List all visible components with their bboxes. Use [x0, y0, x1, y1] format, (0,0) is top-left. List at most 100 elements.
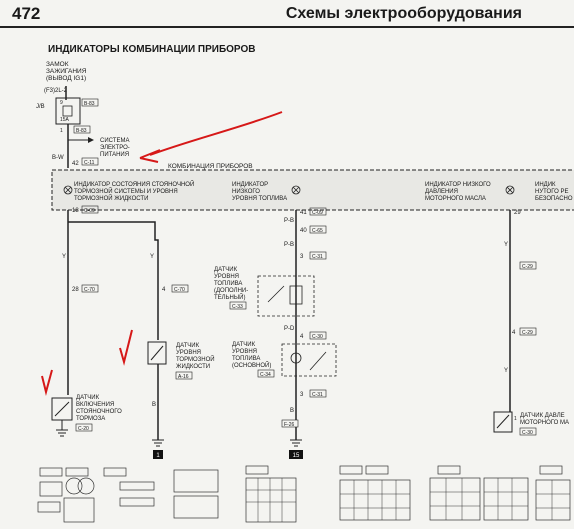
wire-bw-label: B-W [52, 155, 64, 161]
cluster-conn: C-11 [84, 160, 95, 166]
fluid-sensor-1: ДАТЧИК [176, 343, 200, 349]
brake-switch-conn: C-20 [78, 426, 89, 432]
indicator-fuel-2: НИЗКОГО [232, 189, 260, 195]
indicator-fuel-3: УРОВНЯ ТОПЛИВА [232, 196, 287, 202]
cluster-pin: 42 [72, 161, 79, 167]
jb-label: J/B [36, 104, 45, 110]
indicator-brake-1: ИНДИКАТОР СОСТОЯНИЯ СТОЯНОЧНОЙ [74, 180, 194, 188]
fuse-pin-top: 9 [60, 100, 63, 106]
fuel-wire-b: B [290, 408, 294, 414]
fuel-main-3: ТОПЛИВА [232, 356, 260, 362]
fuel-main-1: ДАТЧИК [232, 342, 256, 348]
oil-pin-29: 29 [514, 210, 521, 216]
oil-pin-1: 1 [514, 416, 517, 422]
header-divider [0, 26, 574, 28]
fuel-main-conn: C-34 [260, 372, 271, 378]
indicator-lamps [63, 185, 515, 195]
indicator-belt-2: НУТОГО РЕ [535, 189, 568, 195]
fuel-pin-3: 3 [300, 254, 304, 260]
brake-ground-symbol [56, 420, 68, 437]
fuse-block: J/B 15A 9 B-83 1 B-83 [36, 86, 99, 134]
fluid-sensor-4: ЖИДКОСТИ [176, 364, 210, 370]
fluid-wire-b: B [152, 402, 156, 408]
fuel-conn-5: C-31 [312, 392, 323, 398]
brake-conn-c70-a: C-70 [84, 287, 95, 293]
ignition-label-3: (ВЫВОД IG1) [46, 75, 86, 82]
indicator-fuel-1: ИНДИКАТОР [232, 182, 268, 188]
ground-15-symbol [290, 439, 302, 447]
brake-wire-y: Y [62, 254, 66, 260]
fuel-aux-4: (ДОПОЛНИ- [214, 288, 248, 294]
indicator-brake-3: ТОРМОЗНОЙ ЖИДКОСТИ [74, 194, 148, 202]
fluid-sensor-symbol [147, 341, 167, 365]
fluid-conn-c70: C-70 [174, 287, 185, 293]
fuel-aux-1: ДАТЧИК [214, 267, 238, 273]
red-check-brake [41, 369, 53, 396]
page-number: 472 [12, 4, 41, 23]
fluid-sensor-2: УРОВНЯ [176, 350, 201, 356]
fluid-sensor-3: ТОРМОЗНОЙ [176, 355, 215, 363]
page-header-title: Схемы электрооборудования [285, 5, 522, 22]
brake-switch-1: ДАТЧИК [76, 395, 100, 401]
oil-sensor-1: ДАТЧИК ДАВЛЕ [520, 413, 565, 419]
indicator-brake-2: ТОРМОЗНОЙ СИСТЕМЫ И УРОВНЯ [74, 187, 178, 195]
brake-pin-28: 28 [72, 287, 79, 293]
connector-footprint-grid [246, 478, 570, 522]
indicator-belt-1: ИНДИК [535, 182, 556, 188]
indicator-oil-1: ИНДИКАТОР НИЗКОГО [425, 182, 491, 188]
fuel-sensor-aux-box [257, 275, 315, 317]
fuel-main-4: (ОСНОВНОЙ) [232, 361, 271, 369]
fuel-conn-4: C-30 [312, 334, 323, 340]
fuse-conn-bottom: B-83 [76, 128, 87, 134]
fluid-wire-y: Y [150, 254, 154, 260]
fuel-wire-pb-2: P-B [284, 242, 294, 248]
oil-conn-c29: C-29 [522, 264, 533, 270]
oil-wire-y-2: Y [504, 368, 508, 374]
red-arrow-annotation [149, 111, 283, 156]
oil-sensor-symbol [493, 411, 513, 433]
ignition-label-2: ЗАЖИГАНИЯ [46, 68, 87, 75]
oil-sensor-conn: C-30 [522, 430, 533, 436]
power-wire [67, 124, 94, 168]
fuel-aux-5: ТЕЛЬНЫЙ) [214, 293, 246, 301]
red-check-fluid [119, 329, 133, 366]
brake-switch-4: ТОРМОЗА [76, 416, 105, 422]
brake-switch-3: СТОЯНОЧНОГО [76, 409, 122, 415]
fuse-rating: 15A [60, 117, 70, 123]
fuel-conn-3: C-31 [312, 254, 323, 260]
fuel-pin-3b: 3 [300, 392, 304, 398]
fluid-pin-4: 4 [162, 287, 166, 293]
fuel-pin-40: 40 [300, 228, 307, 234]
fuel-conn-2: C-65 [312, 228, 323, 234]
oil-sensor-2: МОТОРНОГО МА [520, 420, 569, 426]
ground-1-label: 1 [156, 453, 160, 459]
fuel-conn-1: C-09 [312, 210, 323, 216]
diagram-title: ИНДИКАТОРЫ КОМБИНАЦИИ ПРИБОРОВ [48, 44, 255, 55]
power-system-2: ЭЛЕКТРО- [100, 145, 130, 151]
ground-15-label: 15 [293, 453, 300, 459]
fuel-aux-conn: C-33 [232, 304, 243, 310]
fuel-pin-4: 4 [300, 334, 304, 340]
ground-conn: F-26 [284, 422, 295, 428]
fuel-wire-pd: P-D [284, 326, 295, 332]
fuel-main-2: УРОВНЯ [232, 349, 257, 355]
fuel-aux-3: ТОПЛИВА [214, 281, 242, 287]
connector-footprints [37, 465, 571, 523]
indicator-belt-3: БЕЗОПАСНО [535, 196, 573, 202]
brake-branch-wiring [67, 210, 159, 395]
brake-pin-top: 18 [72, 208, 79, 214]
fuel-aux-2: УРОВНЯ [214, 274, 239, 280]
fuel-wire-pb: P-B [284, 218, 294, 224]
oil-wire-y: Y [504, 242, 508, 248]
instrument-cluster-box [51, 169, 574, 211]
ground-15-box [289, 450, 303, 459]
fuse-pin-bottom: 1 [60, 128, 63, 134]
fuse-code: (F3)2L-2 [44, 88, 68, 94]
fuel-pin-41: 41 [300, 210, 307, 216]
power-system-3: ПИТАНИЯ [100, 152, 129, 158]
oil-conn-c29-b: C-29 [522, 330, 533, 336]
cluster-title: КОМБИНАЦИЯ ПРИБОРОВ [168, 163, 253, 170]
ground-1-symbol [152, 439, 164, 447]
fluid-sensor-conn: A-16 [178, 374, 189, 380]
